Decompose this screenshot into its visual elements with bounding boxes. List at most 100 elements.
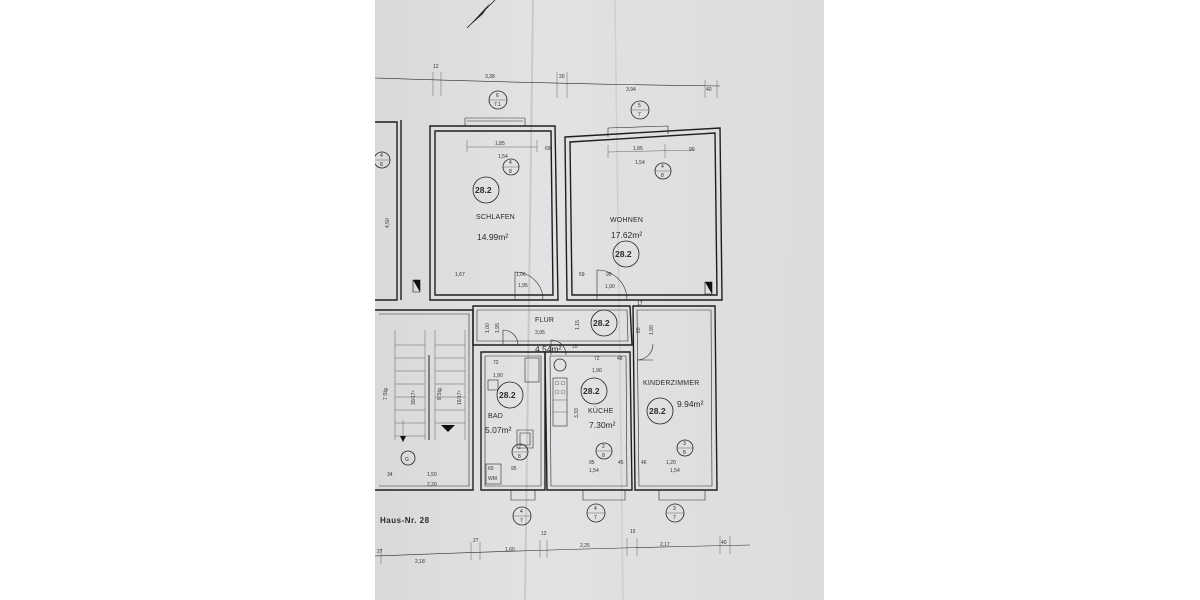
svg-text:2,17: 2,17 [660,542,670,548]
wohnen-area: 17.62m² [611,230,642,240]
flur-tag: 28.2 [593,318,610,328]
schlafen-area: 14.99m² [477,232,508,242]
floor-plan: 12 3,38 20 3,94 40 6 7.1 5 7 4,50 4 8 [375,0,751,600]
svg-text:1,06: 1,06 [516,272,526,278]
svg-text:7: 7 [520,518,523,524]
top-dim-3: 20 [559,74,565,80]
kueche-area: 7.30m² [589,420,616,430]
section-mark-bottom-3: 3 7 [665,503,685,523]
bad-area: 5.07m² [485,425,512,435]
section-mark-bottom-1: 4 7 [512,506,532,526]
svg-text:3: 3 [683,441,686,447]
svg-text:40: 40 [721,540,727,546]
svg-text:10: 10 [572,344,578,350]
svg-text:46: 46 [641,460,647,466]
room-flur: FLUR 3,95 4.54m² 28.2 1,00 1,95 1,15 10 … [472,301,655,354]
svg-text:15: 15 [630,529,636,535]
svg-text:27: 27 [473,538,479,544]
svg-text:12: 12 [541,531,547,537]
section-mark-bottom-2: 4 7 [586,503,606,523]
stair-rise-a: 30/17⁸ [411,390,417,405]
svg-text:1,00: 1,00 [485,323,491,333]
svg-text:1,85: 1,85 [495,141,505,147]
kinderzimmer-area: 9.94m² [677,399,704,409]
svg-text:59: 59 [579,272,585,278]
svg-text:7: 7 [594,515,597,521]
svg-text:17: 17 [637,301,643,307]
bottom-dimension-line: 27 2,18 27 1,60 12 2,25 15 2,17 40 [375,529,751,565]
svg-text:7: 7 [673,515,676,521]
svg-text:72: 72 [493,360,499,366]
svg-text:7.1: 7.1 [494,102,501,108]
top-dimension-line: 12 3,38 20 3,94 40 [375,64,721,98]
section-mark-top-right: 5 7 [630,100,650,120]
room-kueche: 3,33 72 1,90 48 28.2 KÜCHE 7.30m² 2 8 95… [544,339,633,501]
schlafen-tag: 28.2 [475,185,492,195]
svg-text:4: 4 [594,506,597,512]
svg-text:90: 90 [689,147,695,153]
svg-text:2: 2 [518,445,521,451]
svg-text:7: 7 [638,112,641,118]
svg-text:1,54: 1,54 [589,468,599,474]
svg-text:1,54: 1,54 [670,468,680,474]
schlafen-width-dim: 4,50 [385,218,391,228]
stair-steps-b: 8 Stg. [437,387,443,400]
section-mark-top-left: 6 7.1 [488,90,508,110]
stairwell: 7 Stg. 30/17⁸ 8 Stg. 16/17⁸ G 34 1,50 2,… [375,309,474,491]
stair-rise-b: 16/17⁸ [457,390,463,405]
svg-text:72: 72 [594,356,600,362]
svg-text:4: 4 [661,164,664,170]
svg-text:95: 95 [589,460,595,466]
room-bad: 72 1,90 28.2 BAD 5.07m² 2 8 60 WM 95 [480,351,546,501]
plan-sheet: 12 3,38 20 3,94 40 6 7.1 5 7 4,50 4 8 [375,0,824,600]
kueche-tag: 28.2 [583,386,600,396]
svg-text:27: 27 [377,549,383,555]
svg-text:1,90: 1,90 [592,368,602,374]
left-partial-room: 4,50 4 8 [375,120,402,301]
flur-name: FLUR [535,317,554,324]
svg-text:2,18: 2,18 [415,559,425,565]
svg-text:8: 8 [509,169,512,175]
svg-text:69: 69 [545,146,551,152]
svg-text:2: 2 [602,444,605,450]
svg-text:1,85: 1,85 [633,146,643,152]
flur-length: 3,95 [535,330,545,336]
north-arrow-line [466,0,496,29]
top-dim-5: 40 [706,87,712,93]
wohnen-name: WOHNEN [610,217,643,224]
svg-text:8: 8 [380,162,383,168]
room-kinderzimmer: KINDERZIMMER 28.2 9.94m² 3 8 46 1,20 1,5… [632,305,718,501]
svg-text:95: 95 [511,466,517,472]
svg-text:1,90: 1,90 [605,284,615,290]
svg-text:4: 4 [520,509,523,515]
bad-tag: 28.2 [499,390,516,400]
kueche-depth: 3,33 [574,408,580,418]
svg-text:48: 48 [617,356,623,362]
svg-text:1,54: 1,54 [498,154,508,160]
svg-text:1,15: 1,15 [575,320,581,330]
svg-text:4: 4 [509,160,512,166]
stair-symbol: G [405,457,409,463]
stair-steps-a: 7 Stg. [383,387,389,400]
svg-text:2,20: 2,20 [427,482,437,488]
svg-text:3: 3 [673,506,676,512]
svg-text:1,67: 1,67 [455,272,465,278]
top-dim-1: 12 [433,64,439,70]
svg-text:95: 95 [606,272,612,278]
wohnen-tag: 28.2 [615,249,632,259]
svg-text:8: 8 [518,454,521,460]
svg-text:6: 6 [496,93,499,99]
svg-text:80: 80 [636,327,642,333]
svg-text:1,50: 1,50 [427,472,437,478]
svg-text:1,90: 1,90 [649,325,655,335]
kinderzimmer-name: KINDERZIMMER [643,380,699,387]
svg-text:60: 60 [488,466,494,472]
svg-text:8: 8 [602,453,605,459]
flur-area: 4.54m² [535,344,562,354]
top-dim-4: 3,94 [626,87,636,93]
svg-text:1,95: 1,95 [495,323,501,333]
svg-text:8: 8 [683,450,686,456]
svg-text:5: 5 [638,103,641,109]
svg-text:1,95: 1,95 [518,283,528,289]
svg-text:2,25: 2,25 [580,543,590,549]
